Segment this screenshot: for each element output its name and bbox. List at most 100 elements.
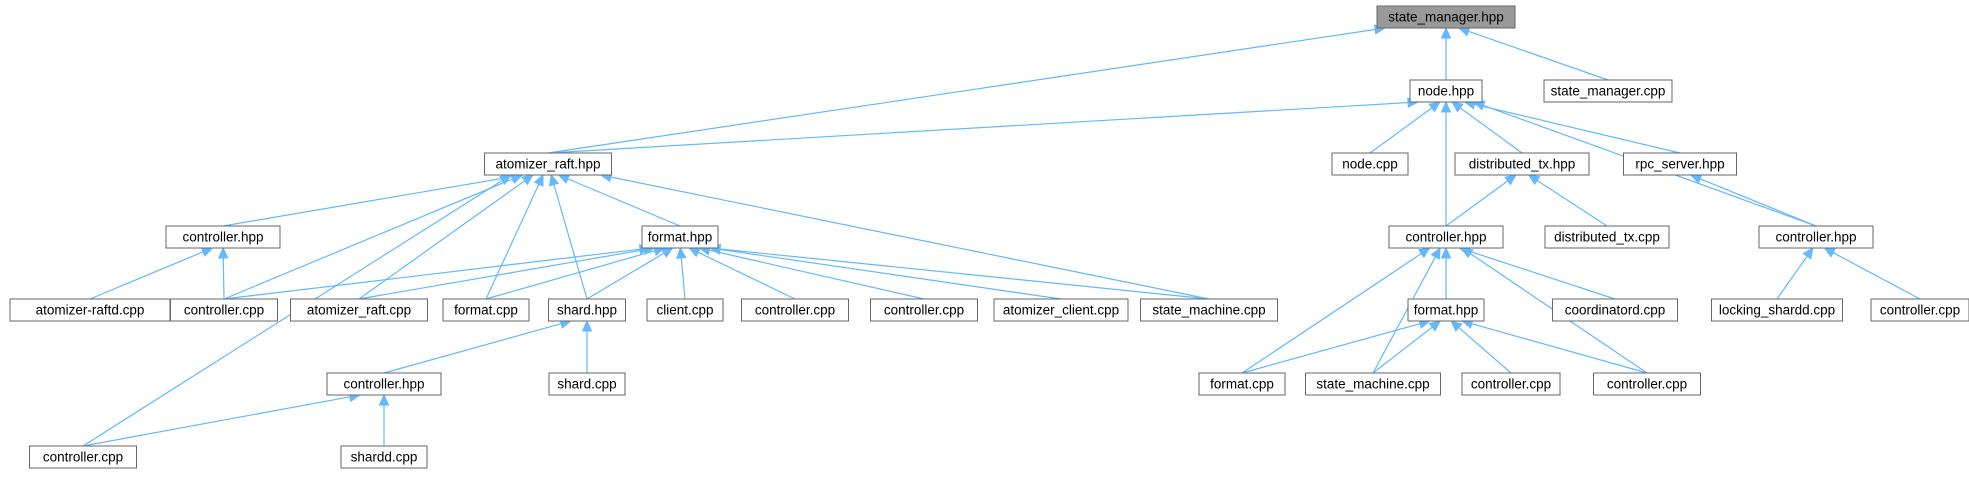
node-box[interactable] — [290, 298, 428, 322]
graph-node[interactable]: controller.hpp — [326, 372, 442, 396]
graph-node[interactable]: controller.cpp — [1593, 372, 1701, 396]
graph-node[interactable]: controller.cpp — [170, 298, 278, 322]
node-box[interactable] — [741, 298, 849, 322]
node-box[interactable] — [1593, 372, 1701, 396]
graph-node[interactable]: locking_shardd.cpp — [1711, 298, 1843, 322]
node-label: state_machine.cpp — [1152, 303, 1265, 318]
node-box[interactable] — [29, 445, 137, 469]
edge-line — [1536, 179, 1608, 227]
node-box[interactable] — [1409, 79, 1483, 103]
node-box[interactable] — [1543, 79, 1673, 103]
graph-node[interactable]: format.cpp — [442, 298, 530, 322]
node-label: controller.cpp — [1880, 303, 1960, 318]
graph-node[interactable]: atomizer-raftd.cpp — [9, 298, 171, 322]
graph-node[interactable]: shard.hpp — [548, 298, 626, 322]
edge-line — [1699, 178, 1817, 227]
node-box[interactable] — [326, 372, 442, 396]
node-label: distributed_tx.hpp — [1469, 157, 1576, 172]
node-box[interactable] — [1544, 225, 1670, 249]
edge-arrowhead — [1418, 247, 1431, 259]
node-box[interactable] — [442, 298, 530, 322]
graph-node[interactable]: format.hpp — [641, 225, 719, 249]
node-box[interactable] — [165, 225, 281, 249]
node-box[interactable] — [340, 445, 428, 469]
node-label: controller.cpp — [755, 303, 835, 318]
graph-node[interactable]: state_machine.cpp — [1305, 372, 1441, 396]
node-box[interactable] — [993, 298, 1129, 322]
node-box[interactable] — [1305, 372, 1441, 396]
graph-node[interactable]: atomizer_client.cpp — [993, 298, 1129, 322]
graph-node[interactable]: node.cpp — [1331, 152, 1409, 176]
node-box[interactable] — [1623, 152, 1737, 176]
node-box[interactable] — [1140, 298, 1278, 322]
graph-node[interactable]: controller.cpp — [741, 298, 849, 322]
node-box[interactable] — [870, 298, 978, 322]
edge-arrowhead — [1430, 246, 1441, 260]
edge-line — [1471, 323, 1648, 374]
edge-line — [1372, 326, 1433, 374]
node-box[interactable] — [1870, 298, 1969, 322]
node-label: controller.hpp — [343, 377, 424, 392]
graph-node[interactable]: shardd.cpp — [340, 445, 428, 469]
node-box[interactable] — [1758, 225, 1874, 249]
edge-line — [358, 249, 645, 300]
graph-node[interactable]: controller.hpp — [165, 225, 281, 249]
node-box[interactable] — [484, 152, 612, 176]
graph-node[interactable]: controller.cpp — [29, 445, 137, 469]
graph-node[interactable]: state_machine.cpp — [1140, 298, 1278, 322]
node-box[interactable] — [170, 298, 278, 322]
node-box[interactable] — [1407, 298, 1485, 322]
node-box[interactable] — [1331, 152, 1409, 176]
edge-line — [1459, 107, 1523, 154]
graph-node[interactable]: client.cpp — [646, 298, 724, 322]
edge-line — [586, 252, 665, 300]
node-box[interactable] — [1711, 298, 1843, 322]
node-label: shard.cpp — [557, 377, 616, 392]
edge-line — [697, 251, 796, 300]
graph-node[interactable]: atomizer_raft.hpp — [484, 152, 612, 176]
graph-node[interactable]: format.cpp — [1198, 372, 1286, 396]
graph-node[interactable]: rpc_server.hpp — [1623, 152, 1737, 176]
node-box[interactable] — [1461, 372, 1561, 396]
edge-line — [223, 248, 641, 300]
graph-node[interactable]: distributed_tx.cpp — [1544, 225, 1670, 249]
graph-node[interactable]: controller.cpp — [1461, 372, 1561, 396]
edge-arrowhead — [660, 247, 674, 258]
graph-node[interactable]: state_manager.hpp — [1376, 5, 1516, 29]
graph-node[interactable]: controller.hpp — [1388, 225, 1504, 249]
node-label: state_machine.cpp — [1316, 377, 1429, 392]
node-box[interactable] — [1454, 152, 1590, 176]
graph-node[interactable]: shard.cpp — [548, 372, 626, 396]
edge-arrowhead — [1504, 174, 1517, 186]
node-box[interactable] — [1552, 298, 1678, 322]
edge-arrowhead — [533, 173, 544, 187]
node-label: client.cpp — [656, 303, 713, 318]
node-label: shardd.cpp — [351, 450, 418, 465]
graph-node[interactable]: controller.cpp — [870, 298, 978, 322]
graph-node[interactable]: format.hpp — [1407, 298, 1485, 322]
edge-line — [82, 396, 351, 447]
node-box[interactable] — [1198, 372, 1286, 396]
graph-node[interactable]: controller.cpp — [1870, 298, 1969, 322]
graph-node[interactable]: state_manager.cpp — [1543, 79, 1673, 103]
edge-line — [223, 178, 514, 300]
node-box[interactable] — [646, 298, 724, 322]
edge-line — [485, 250, 656, 300]
graph-node[interactable]: node.hpp — [1409, 79, 1483, 103]
graph-node[interactable]: controller.hpp — [1758, 225, 1874, 249]
graph-node[interactable]: coordinatord.cpp — [1552, 298, 1678, 322]
edge-line — [222, 257, 225, 300]
node-box[interactable] — [1388, 225, 1504, 249]
node-label: node.cpp — [1342, 157, 1398, 172]
graph-node[interactable]: atomizer_raft.cpp — [290, 298, 428, 322]
node-box[interactable] — [548, 372, 626, 396]
graph-node[interactable]: distributed_tx.hpp — [1454, 152, 1590, 176]
node-box[interactable] — [641, 225, 719, 249]
edge-arrowhead — [1428, 101, 1441, 113]
node-label: atomizer_raft.hpp — [495, 157, 600, 172]
node-box[interactable] — [1376, 5, 1516, 29]
node-label: state_manager.cpp — [1551, 84, 1666, 99]
node-box[interactable] — [548, 298, 626, 322]
edge-line — [1372, 256, 1436, 374]
